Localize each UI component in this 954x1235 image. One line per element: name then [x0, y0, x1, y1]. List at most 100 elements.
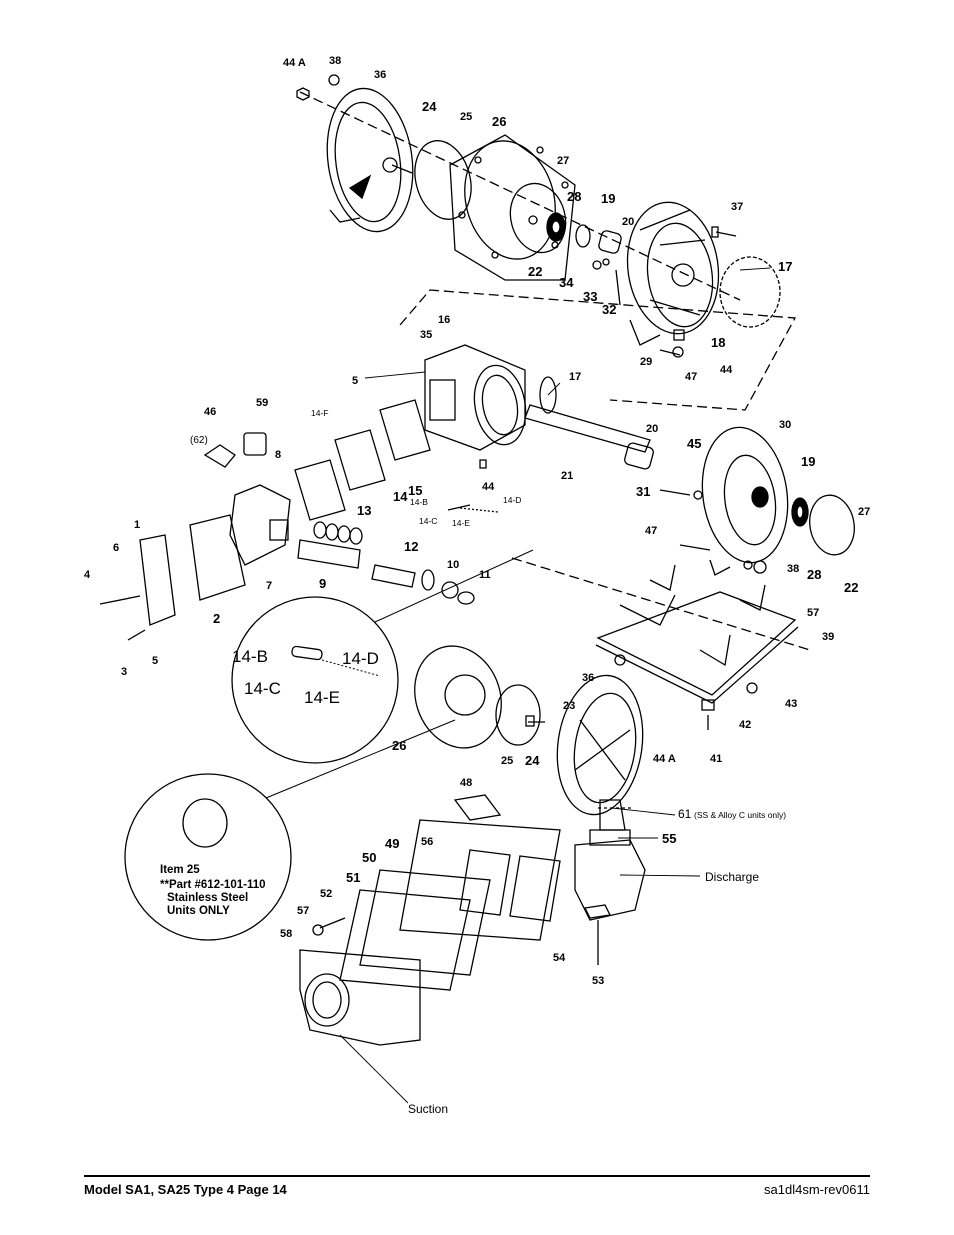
callout-13: 13 [357, 503, 371, 518]
callout-20-top: 20 [622, 216, 634, 228]
callout-30: 30 [779, 419, 791, 431]
callout-53: 53 [592, 975, 604, 987]
zoom-label-14b: 14-B [232, 647, 268, 666]
callout-48: 48 [460, 777, 472, 789]
callout-20-mid: 20 [646, 423, 658, 435]
part-inset-circle: Item 25 **Part #612-101-110 Stainless St… [124, 719, 456, 941]
zoom-label-14d: 14-D [342, 649, 379, 668]
callout-34: 34 [559, 275, 574, 290]
callout-61-note: (SS & Alloy C units only) [694, 810, 786, 820]
callout-44a-low: 44 A [653, 753, 676, 765]
callout-26-low: 26 [392, 738, 406, 753]
suction-label: Suction [408, 1102, 448, 1116]
callout-38-top: 38 [329, 55, 341, 67]
callout-28-mid: 28 [807, 567, 821, 582]
leader-lines [339, 267, 771, 1104]
callout-27-mid: 27 [858, 506, 870, 518]
inset-note-line4: Units ONLY [167, 905, 230, 917]
inset-note-line2: **Part #612-101-110 [160, 879, 266, 891]
callout-11: 11 [479, 569, 491, 581]
callout-41: 41 [710, 753, 722, 765]
callout-7: 7 [266, 580, 272, 592]
callout-55: 55 [662, 831, 676, 846]
callout-57-low: 57 [297, 905, 309, 917]
callout-28-top: 28 [567, 189, 581, 204]
callout-52: 52 [320, 888, 332, 900]
base-plate [595, 564, 799, 730]
footer-doc-id: sa1dl4sm-rev0611 [764, 1182, 870, 1197]
callout-1: 1 [134, 519, 140, 531]
middle-assembly [99, 344, 855, 651]
callout-24-top: 24 [422, 99, 437, 114]
callout-35: 35 [420, 329, 432, 341]
callout-44-mid: 44 [482, 481, 495, 493]
callout-49: 49 [385, 836, 399, 851]
callout-44a-top: 44 A [283, 57, 306, 69]
callout-14: 14 [393, 489, 408, 504]
callout-2: 2 [213, 611, 220, 626]
callout-33: 33 [583, 289, 597, 304]
callout-58: 58 [280, 928, 292, 940]
callout-42: 42 [739, 719, 751, 731]
callout-36-low: 36 [582, 672, 594, 684]
callout-45: 45 [687, 436, 701, 451]
inset-note-line3: Stainless Steel [167, 892, 248, 904]
callout-46: 46 [204, 406, 216, 418]
callout-43: 43 [785, 698, 797, 710]
callout-14d-small: 14-D [503, 495, 521, 505]
callout-5-bot: 5 [152, 655, 158, 667]
callout-22-mid: 22 [844, 580, 858, 595]
callout-26-top: 26 [492, 114, 506, 129]
callout-44-top: 44 [720, 364, 733, 376]
lower-assembly [299, 645, 646, 1046]
callout-25-top: 25 [460, 111, 472, 123]
callout-21: 21 [561, 470, 573, 482]
callout-14c-small: 14-C [419, 516, 437, 526]
callout-22-top: 22 [528, 264, 542, 279]
callout-6: 6 [113, 542, 119, 554]
callout-47-top: 47 [685, 371, 697, 383]
callout-25-low: 25 [501, 755, 513, 767]
callout-29: 29 [640, 356, 652, 368]
callout-4: 4 [84, 569, 91, 581]
callout-9: 9 [319, 576, 326, 591]
callout-61: 61 [678, 807, 692, 821]
zoom-label-14c: 14-C [244, 679, 281, 698]
callout-8: 8 [275, 449, 281, 461]
callout-32: 32 [602, 302, 616, 317]
callout-23: 23 [563, 700, 575, 712]
discharge-label: Discharge [705, 870, 759, 884]
inset-note-line1: Item 25 [160, 864, 200, 876]
callout-39: 39 [822, 631, 834, 643]
callout-10: 10 [447, 559, 459, 571]
callout-59: 59 [256, 397, 268, 409]
callout-12: 12 [404, 539, 418, 554]
callout-14b-small: 14-B [410, 497, 428, 507]
callout-38-mid: 38 [787, 563, 799, 575]
top-assembly [296, 74, 797, 411]
callout-17-mid: 17 [569, 371, 581, 383]
callout-14f: 14-F [311, 408, 328, 418]
callout-50: 50 [362, 850, 376, 865]
callout-3: 3 [121, 666, 127, 678]
zoom-label-14e: 14-E [304, 688, 340, 707]
callout-16: 16 [438, 314, 450, 326]
callout-56: 56 [421, 836, 433, 848]
callout-36-top: 36 [374, 69, 386, 81]
callout-31: 31 [636, 484, 650, 499]
callout-19-mid: 19 [801, 454, 815, 469]
callout-47-mid: 47 [645, 525, 657, 537]
callout-37: 37 [731, 201, 743, 213]
footer-title: Model SA1, SA25 Type 4 Page 14 [84, 1182, 287, 1197]
footer-rule [84, 1175, 870, 1177]
callout-14e-small: 14-E [452, 518, 470, 528]
callout-18: 18 [711, 335, 725, 350]
callout-15: 15 [408, 483, 422, 498]
callout-51: 51 [346, 870, 360, 885]
callout-19-top: 19 [601, 191, 615, 206]
callout-62: (62) [190, 435, 208, 446]
callout-54: 54 [553, 952, 566, 964]
callout-27-top: 27 [557, 155, 569, 167]
callout-24-low: 24 [525, 753, 540, 768]
